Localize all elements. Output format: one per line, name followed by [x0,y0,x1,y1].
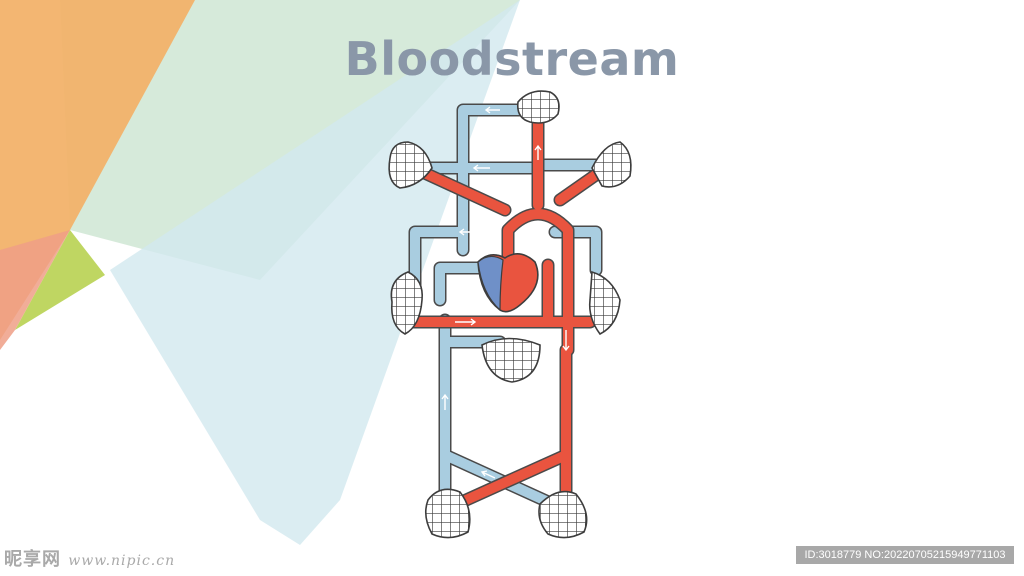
watermark-site: www.nipic.cn [68,553,176,569]
watermark-id: ID:3018779 NO:20220705215949771103 [796,546,1014,564]
flow-arrow [528,228,548,236]
capillary-bed-lower-right [538,490,588,539]
flow-arrow [562,330,570,352]
slide-title: Bloodstream [344,32,680,86]
flow-arrow [455,318,477,326]
capillary-bed-mid-right [588,270,621,336]
watermark-brand-text: 昵享网 [4,549,61,570]
flow-arrow [472,164,490,172]
capillary-bed-upper-left [388,141,433,189]
capillary-beds [388,90,632,539]
bg-shape-green [60,0,520,280]
capillary-bed-lower-left [424,488,471,539]
bg-shape-blue [110,0,520,545]
bg-shape-salmon [0,230,70,350]
flow-arrow [458,228,475,236]
flow-arrows [441,106,570,479]
capillary-bed-head [516,90,560,124]
flow-arrow [534,144,542,160]
watermark-brand: 昵享网 www.nipic.cn [4,545,175,571]
flow-arrow [480,470,496,479]
capillary-bed-upper-right [591,141,632,188]
circulatory-diagram [388,90,632,539]
capillary-bed-mid-left [390,271,424,335]
heart [477,253,539,313]
flow-arrow [441,393,449,410]
arteries [405,111,607,512]
bg-shape-lime [15,230,105,330]
capillary-bed-center [481,337,541,383]
flow-arrow [484,106,500,114]
